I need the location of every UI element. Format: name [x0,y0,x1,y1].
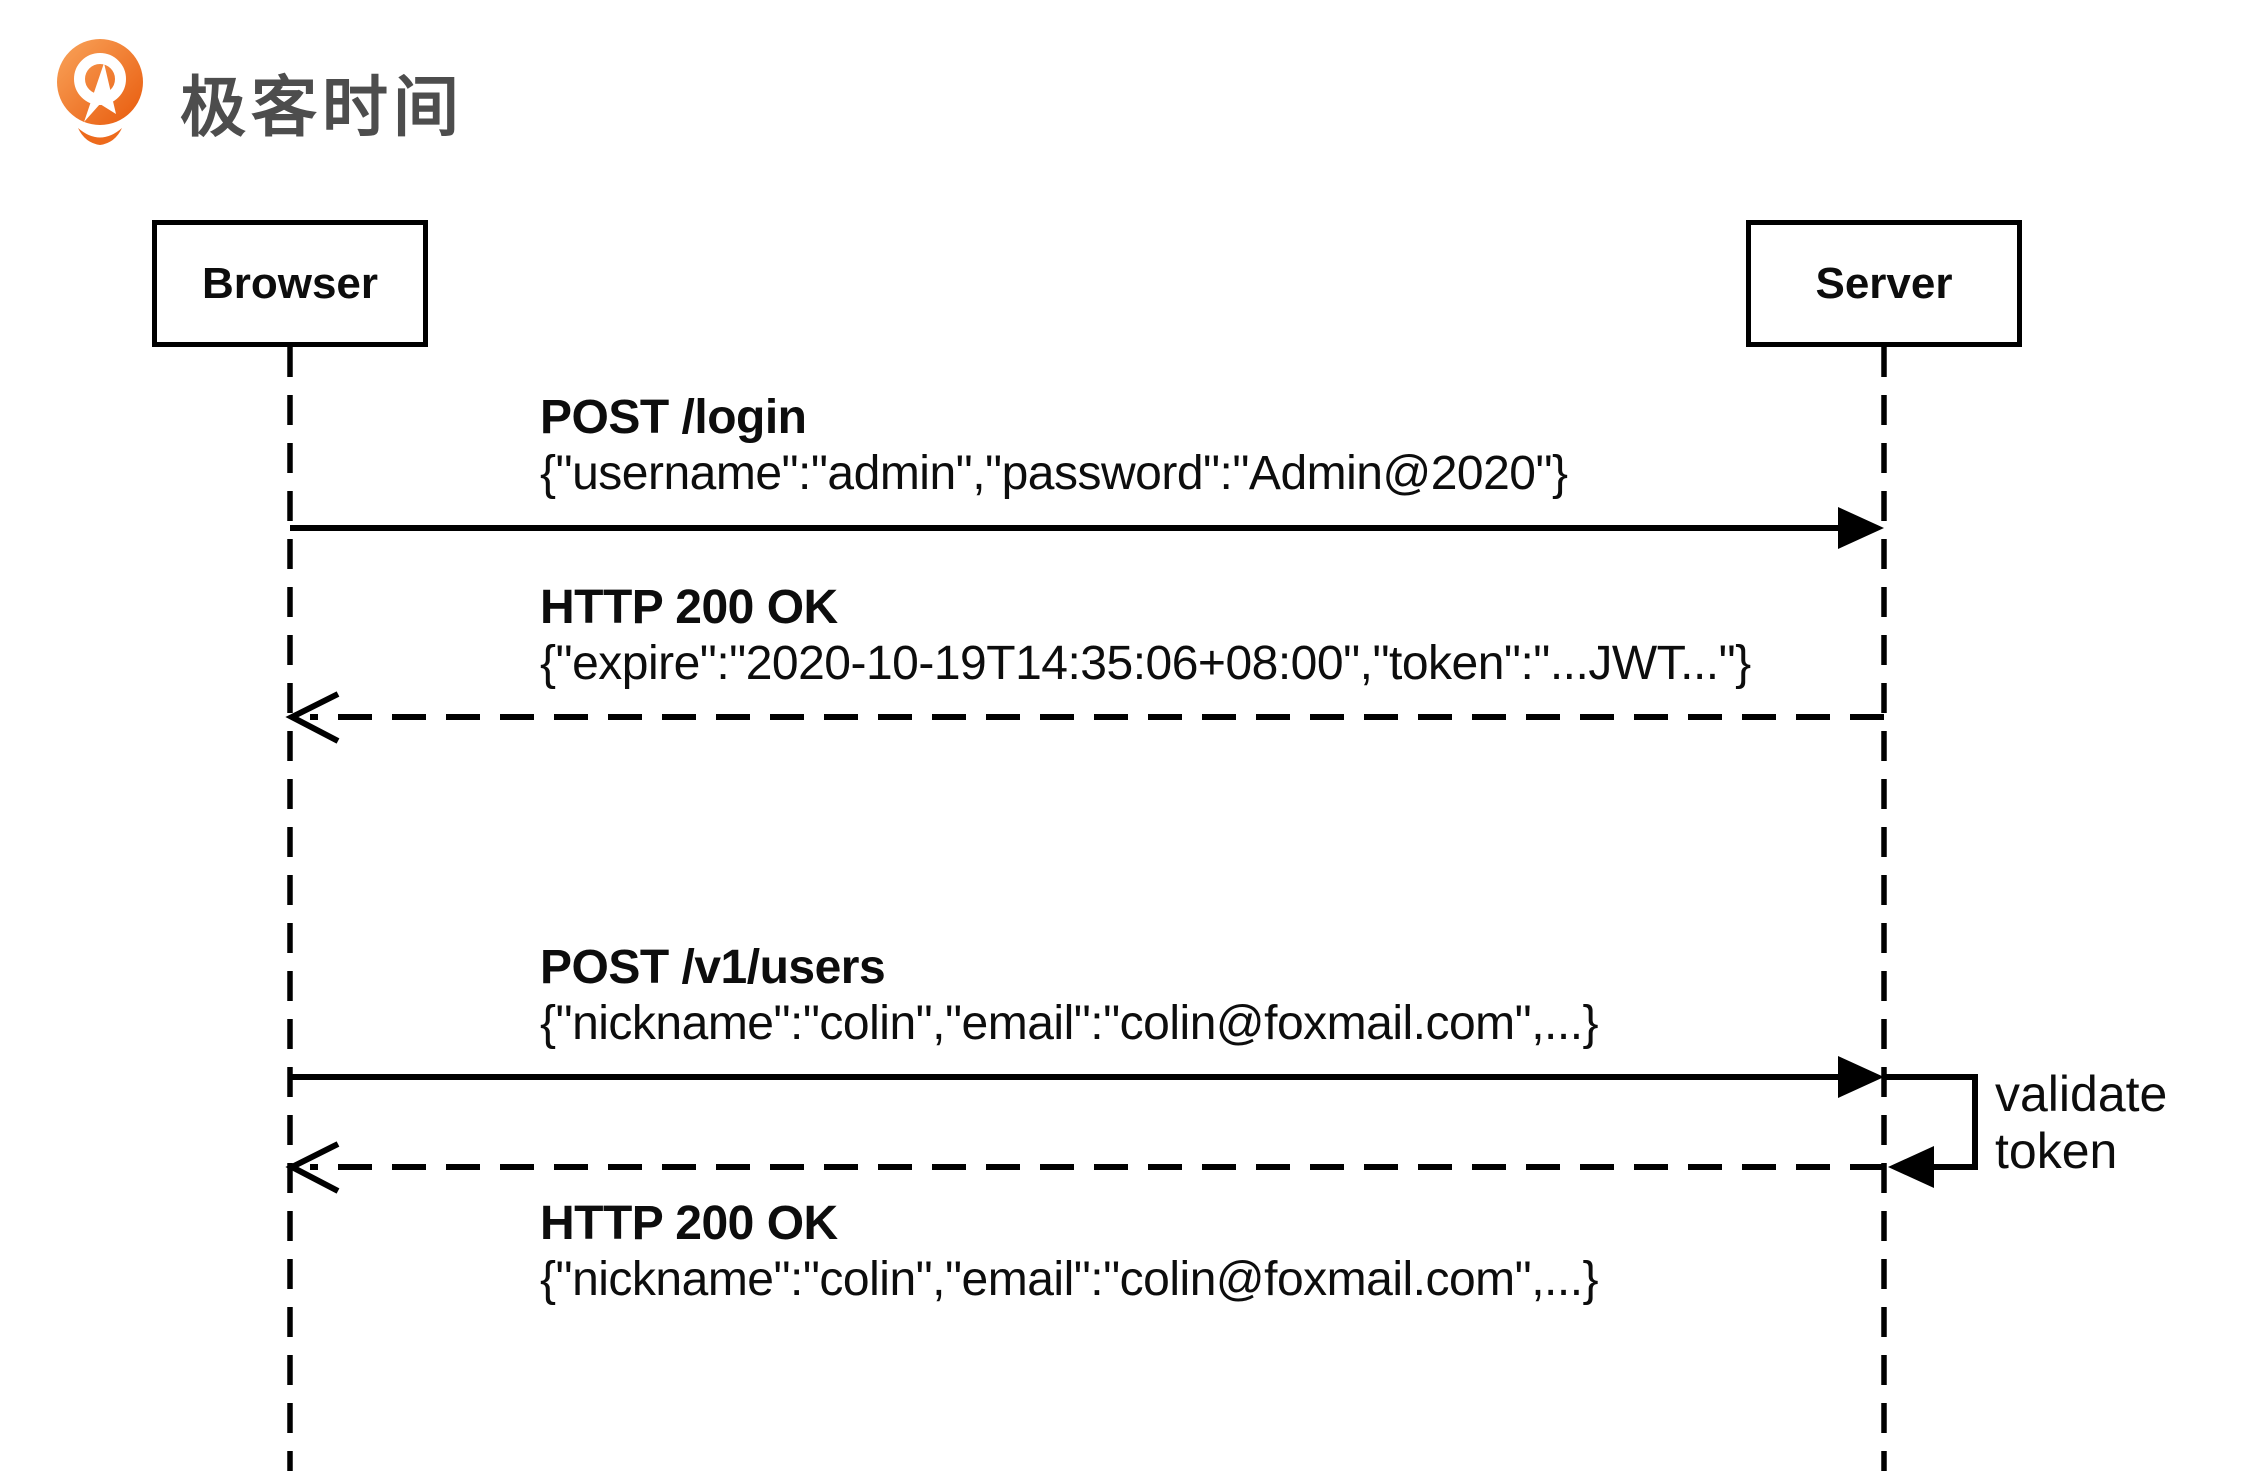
message-4-body: {"nickname":"colin","email":"colin@foxma… [540,1253,1599,1306]
message-2-body: {"expire":"2020-10-19T14:35:06+08:00","t… [540,637,1751,690]
self-message-arrowhead [1888,1146,1934,1188]
message-2-title: HTTP 200 OK [540,581,838,634]
actor-label-server: Server [1815,258,1953,308]
message-2-arrowhead [285,691,340,744]
self-message-loop-line [1884,1074,1978,1170]
self-message-label: validate token [1995,1066,2168,1179]
message-3-arrowhead [1838,1056,1884,1098]
message-2-label: HTTP 200 OK {"expire":"2020-10-19T14:35:… [540,580,1751,692]
message-1-arrowhead [1838,507,1884,549]
message-4-title: HTTP 200 OK [540,1197,838,1250]
message-4-arrowhead [285,1141,340,1194]
brand-name: 极客时间 [180,70,464,144]
message-3-label: POST /v1/users {"nickname":"colin","emai… [540,940,1599,1052]
actor-box-server: Server [1746,220,2022,347]
message-1-body: {"username":"admin","password":"Admin@20… [540,447,1568,500]
actor-box-browser: Browser [152,220,428,347]
message-3-body: {"nickname":"colin","email":"colin@foxma… [540,997,1599,1050]
geektime-logo-icon [57,39,143,145]
message-3-title: POST /v1/users [540,941,886,994]
message-1-title: POST /login [540,391,807,444]
actor-label-browser: Browser [201,258,379,308]
message-1-label: POST /login {"username":"admin","passwor… [540,390,1568,502]
message-4-label: HTTP 200 OK {"nickname":"colin","email":… [540,1196,1599,1308]
